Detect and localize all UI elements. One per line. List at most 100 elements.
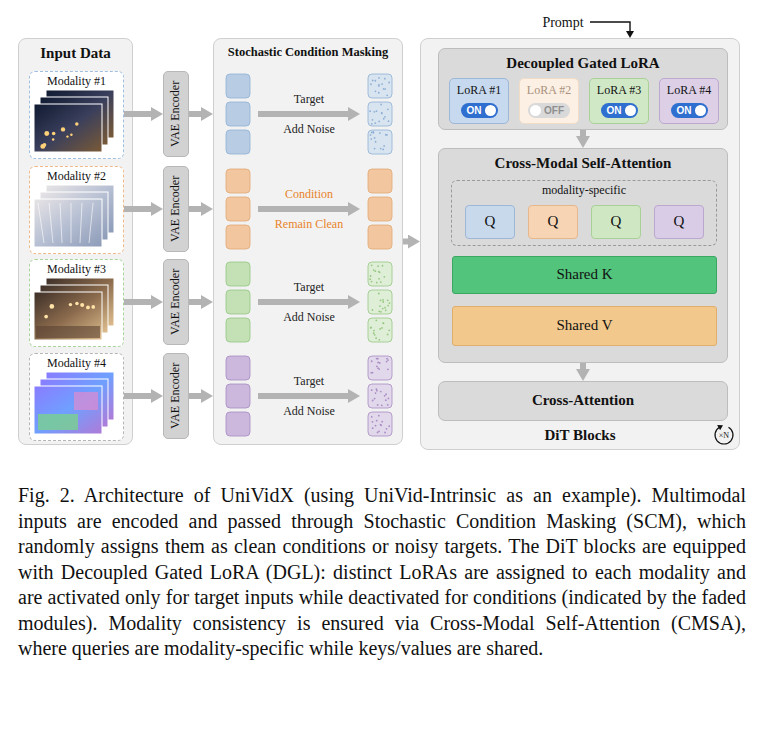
noise-dot (385, 393, 387, 395)
operation-label: Target (294, 281, 324, 294)
light-spot (86, 306, 90, 310)
arrow-head (348, 107, 360, 121)
noise-dot (371, 416, 373, 418)
image-stack (34, 372, 114, 434)
operation-label: Add Noise (283, 123, 335, 136)
noise-dot (378, 92, 380, 94)
noise-dot (386, 358, 388, 360)
lora-label: LoRA #3 (597, 84, 641, 98)
lora-label: LoRA #1 (457, 84, 501, 98)
noise-dot (375, 337, 377, 339)
light-spot (70, 133, 73, 136)
lora-box: LoRA #2OFF (519, 78, 579, 124)
operation-label: Remain Clean (275, 218, 343, 231)
arrow-head (717, 425, 723, 430)
noise-dot (381, 404, 383, 406)
noise-dot (388, 120, 390, 122)
latent-token (226, 356, 250, 380)
noise-dot (372, 427, 374, 429)
noise-dot (370, 326, 372, 328)
flow-arrow (403, 239, 408, 245)
noise-dot (374, 122, 376, 124)
noise-dot (387, 108, 389, 110)
query-box: Q (465, 205, 515, 239)
noise-dot (370, 83, 372, 85)
noisy-token (368, 356, 392, 380)
noise-dot (374, 398, 376, 400)
light-spot (44, 315, 48, 319)
noise-dot (385, 134, 387, 136)
noise-dot (377, 362, 379, 364)
noise-dot (388, 329, 390, 331)
light-spot (75, 302, 79, 306)
noise-dot (380, 424, 382, 426)
query-group: modality-specificQQQQ (451, 180, 717, 246)
panel-heading: DiT Blocks (545, 427, 616, 444)
noise-dot (379, 362, 381, 364)
encoder-label: VAE Encoder (169, 81, 183, 147)
noise-dot (387, 359, 389, 361)
floor-patch (36, 326, 100, 338)
latent-token (226, 169, 250, 193)
light-spot (66, 135, 68, 137)
noise-dot (386, 428, 388, 430)
noise-dot (386, 361, 388, 363)
query-box: Q (654, 205, 704, 239)
masking-arrow (258, 111, 348, 117)
noise-dot (374, 137, 376, 139)
modality-label: Modality #4 (47, 357, 106, 371)
noise-dot (370, 138, 372, 140)
query-label: Q (548, 213, 559, 230)
noise-dot (372, 131, 374, 133)
light-spot (61, 127, 65, 131)
operation-label: Add Noise (283, 311, 335, 324)
modality-label: Modality #1 (47, 75, 106, 89)
bar-label: Shared K (556, 266, 612, 283)
lora-label: LoRA #2 (527, 84, 571, 98)
noise-dot (380, 300, 382, 302)
masking-arrow (258, 299, 348, 305)
noise-dot (388, 82, 390, 84)
noise-dot (381, 327, 383, 329)
noise-dot (380, 104, 382, 106)
noise-dot (379, 328, 381, 330)
noisy-token (368, 318, 392, 342)
noise-dot (370, 327, 372, 329)
noisy-token (368, 74, 392, 98)
noise-dot (387, 299, 389, 301)
figure-caption: Fig. 2. Architecture of UniVidX (using U… (18, 483, 746, 662)
query-box: Q (528, 205, 578, 239)
noise-dot (372, 80, 374, 82)
light-spot (50, 304, 55, 309)
noise-dot (372, 400, 374, 402)
operation-label: Add Noise (283, 405, 335, 418)
arrow-head (348, 202, 360, 216)
noise-dot (375, 320, 377, 322)
image-stack (34, 185, 114, 247)
noise-dot (370, 275, 372, 277)
noise-dot (384, 307, 386, 309)
noise-dot (385, 309, 387, 311)
noise-dot (382, 322, 384, 324)
noise-dot (387, 334, 389, 336)
noise-dot (374, 334, 376, 336)
flow-arrow (580, 363, 586, 369)
noise-dot (378, 77, 380, 79)
noisy-token (368, 384, 392, 408)
panel-heading: Decoupled Gated LoRA (506, 55, 659, 72)
noise-dot (378, 415, 380, 417)
encoder-label: VAE Encoder (169, 363, 183, 429)
noise-dot (371, 389, 373, 391)
noise-dot (383, 145, 385, 147)
flow-arrow (189, 299, 201, 305)
noise-dot (373, 269, 375, 271)
operation-label: Condition (285, 188, 333, 201)
modality-label: Modality #3 (47, 263, 106, 277)
noise-dot (378, 293, 380, 295)
latent-token (226, 225, 250, 249)
prompt-arrow (590, 22, 630, 31)
input-label: Prompt (542, 15, 583, 30)
noise-dot (376, 388, 378, 390)
noise-dot (373, 330, 375, 332)
normal-patch (38, 414, 78, 430)
